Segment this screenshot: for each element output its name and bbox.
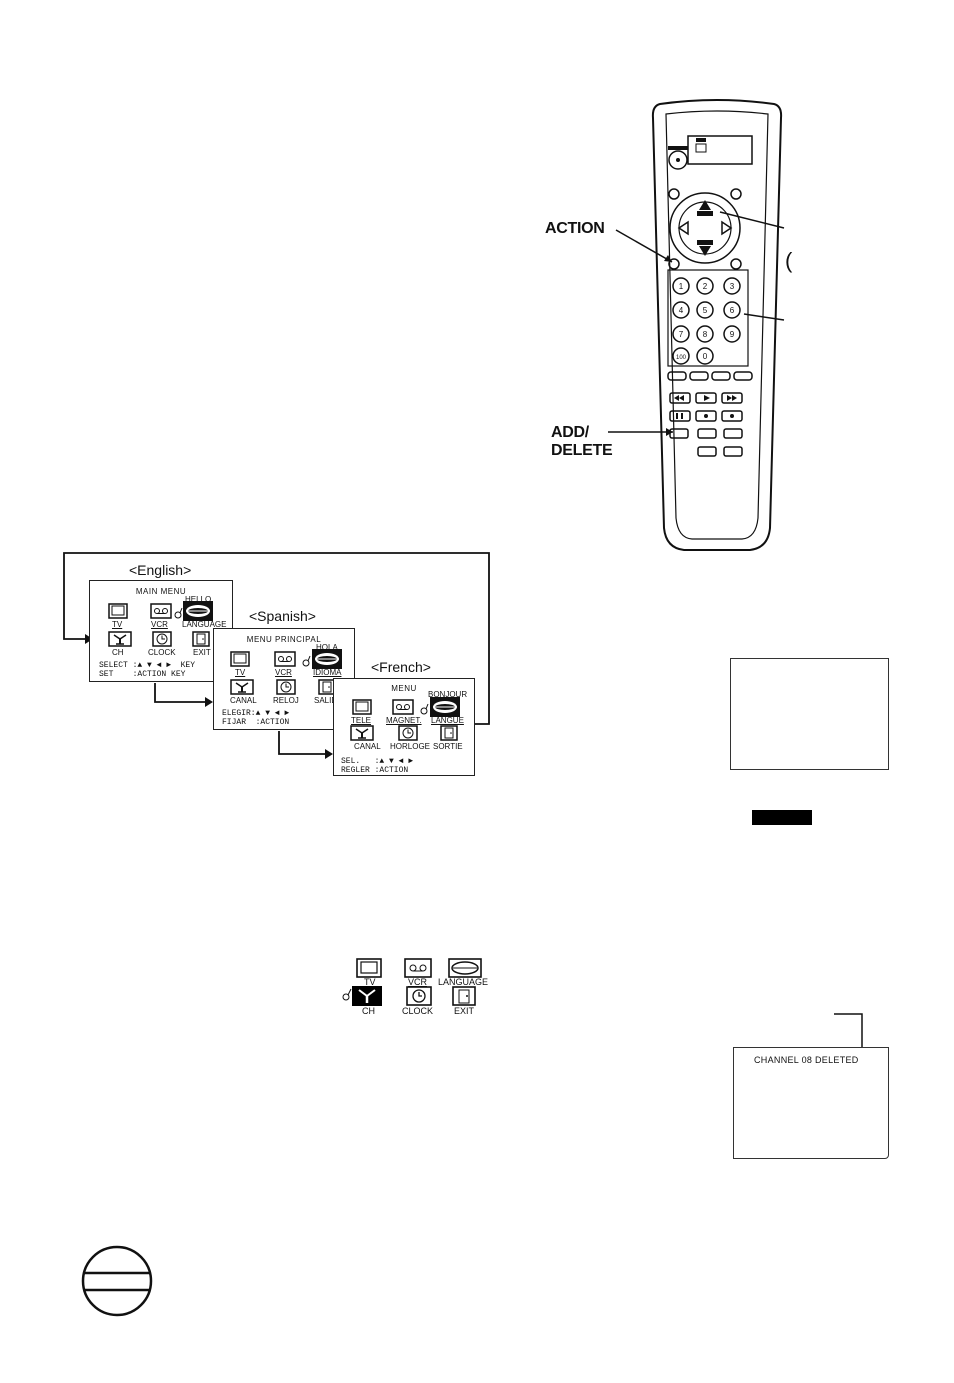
tv-label: TELE (351, 716, 372, 725)
clock-label: CLOCK (148, 648, 176, 657)
menu-instructions: SEL. :▲ ▼ ◄ ► REGLER :ACTION (341, 757, 414, 775)
vcr-icon (150, 603, 172, 619)
antenna-icon (350, 725, 374, 741)
menu-instructions: ELEGIR:▲ ▼ ◄ ► FIJAR :ACTION (222, 709, 290, 727)
hand-cursor-icon (174, 607, 183, 619)
vcr-icon (392, 699, 414, 715)
french-title: <French> (371, 659, 431, 675)
ch-label: CANAL (230, 696, 257, 705)
action-label: ACTION (545, 220, 605, 237)
hello-text: BONJOUR (428, 690, 468, 699)
blank-tv-screen (730, 658, 889, 770)
tv-label: TV (235, 668, 246, 677)
language-lips-icon (448, 958, 482, 978)
clock-icon (398, 725, 418, 741)
tv-icon (356, 958, 382, 978)
osd-callout-line (834, 1013, 863, 1048)
hello-text: HELLO (185, 595, 212, 604)
main-menu-ch-selected: TV VCR LANGUAGE CH CLOCK EXIT (336, 956, 496, 1018)
english-menu-screen: MAIN MENU HELLO TV VCR LANGUAGE CH CLOCK (89, 580, 233, 682)
digit-5: 5 (703, 306, 708, 315)
digit-1: 1 (679, 282, 684, 291)
vcr-label: VCR (275, 668, 292, 677)
bracket-mark: ( (785, 248, 793, 273)
cycle-arrows (63, 552, 490, 759)
digit-4: 4 (679, 306, 684, 315)
clock-label: CLOCK (402, 1006, 434, 1016)
exit-label: EXIT (454, 1006, 475, 1016)
tv-icon (230, 651, 250, 667)
digit-9: 9 (730, 330, 735, 339)
exit-door-icon (192, 631, 210, 647)
remote-callout-lines (608, 211, 785, 436)
exit-label: SORTIE (433, 742, 463, 751)
language-menu-diagram: <English> MAIN MENU HELLO TV VCR LANGUAG… (55, 548, 495, 788)
highlight-bar (752, 810, 812, 825)
tv-label: TV (364, 977, 376, 987)
tv-icon (108, 603, 128, 619)
vcr-icon (404, 958, 432, 978)
clock-label: RELOJ (273, 696, 299, 705)
vcr-label: MAGNET. (386, 716, 422, 725)
tv-label: TV (112, 620, 123, 629)
exit-label: SALIDA (314, 696, 343, 705)
menu-heading: MENU PRINCIPAL (246, 635, 322, 644)
remote-body: 1 2 3 4 5 6 7 8 9 100 0 (651, 99, 783, 551)
antenna-icon-selected (352, 986, 382, 1006)
note-icon (81, 1245, 153, 1317)
antenna-icon (230, 679, 254, 695)
language-lips-icon (430, 697, 460, 717)
clock-icon (152, 631, 172, 647)
menu-heading: MAIN MENU (135, 587, 187, 596)
add-delete-label-line2: DELETE (551, 442, 613, 459)
clock-icon (276, 679, 296, 695)
language-label: IDIOMA (313, 668, 342, 677)
vcr-label: VCR (151, 620, 168, 629)
ch-label: CH (362, 1006, 375, 1016)
language-label: LANGUAGE (182, 620, 227, 629)
clock-label: HORLOGE (390, 742, 431, 751)
exit-door-icon (440, 725, 458, 741)
channel-deleted-screen: CHANNEL 08 DELETED (733, 1047, 889, 1159)
ch-label: CANAL (354, 742, 381, 751)
vcr-label: VCR (408, 977, 428, 987)
menu-heading: MENU (391, 684, 417, 693)
channel-deleted-message: CHANNEL 08 DELETED (754, 1055, 859, 1065)
exit-label: EXIT (193, 648, 211, 657)
english-title: <English> (129, 562, 192, 578)
digit-8: 8 (703, 330, 708, 339)
ch-label: CH (112, 648, 124, 657)
tv-icon (352, 699, 372, 715)
clock-icon (406, 986, 432, 1006)
language-label: LANGUE (431, 716, 464, 725)
vcr-icon (274, 651, 296, 667)
hand-cursor-icon (302, 655, 311, 667)
language-lips-icon (183, 601, 213, 621)
digit-6: 6 (730, 306, 735, 315)
menu-instructions: SELECT :▲ ▼ ◄ ► KEY SET :ACTION KEY (99, 661, 196, 679)
antenna-icon (108, 631, 132, 647)
spanish-title: <Spanish> (249, 608, 316, 624)
digit-0: 0 (703, 352, 708, 361)
remote-control: 1 2 3 4 5 6 7 8 9 100 0 (650, 98, 784, 553)
digit-7: 7 (679, 330, 684, 339)
exit-door-icon (452, 986, 476, 1006)
french-menu-screen: MENU BONJOUR TELE MAGNET. LANGUE CANAL H… (333, 678, 475, 776)
language-lips-icon (312, 649, 342, 669)
digit-100: 100 (676, 355, 687, 361)
language-label: LANGUAGE (438, 977, 489, 987)
hello-text: HOLA (316, 643, 338, 652)
digit-2: 2 (703, 282, 708, 291)
add-delete-label-line1: ADD/ (551, 424, 589, 441)
hand-cursor-icon (420, 703, 429, 715)
digit-3: 3 (730, 282, 735, 291)
hand-cursor-icon (342, 988, 352, 1002)
